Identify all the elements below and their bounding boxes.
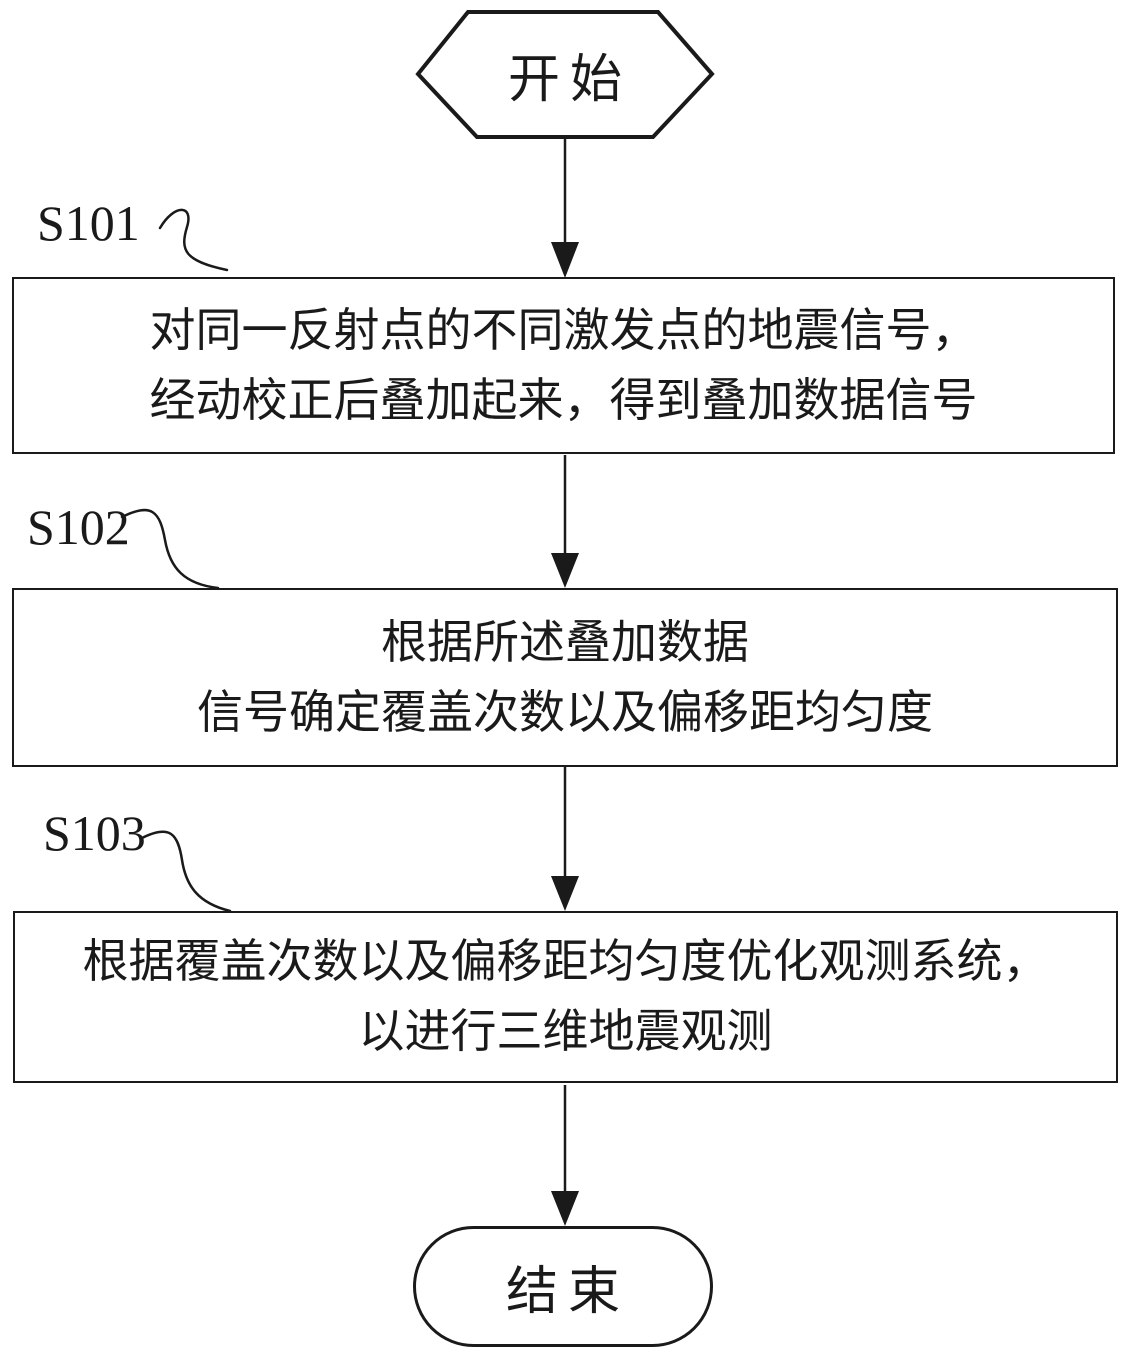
start-terminator-label: 开始 bbox=[507, 52, 632, 109]
process-text-line: 经动校正后叠加起来，得到叠加数据信号 bbox=[149, 374, 978, 426]
process-text-line: 信号确定覆盖次数以及偏移距均匀度 bbox=[197, 686, 933, 738]
step-id-s101: S101 bbox=[37, 195, 140, 251]
process-text-line: 以进行三维地震观测 bbox=[358, 1006, 773, 1057]
arrow-down-icon bbox=[551, 137, 579, 278]
end-terminator: 结束 bbox=[413, 1226, 713, 1347]
arrow-down-icon bbox=[551, 1085, 579, 1226]
arrow-down-icon bbox=[551, 767, 579, 911]
end-terminator-label: 结束 bbox=[505, 1264, 630, 1321]
arrow-down-icon bbox=[551, 455, 579, 588]
process-box-s101: 对同一反射点的不同激发点的地震信号， 经动校正后叠加起来，得到叠加数据信号 bbox=[12, 277, 1115, 454]
s103-leader-squiggle bbox=[140, 830, 232, 913]
process-text-line: 根据所述叠加数据 bbox=[381, 616, 749, 668]
step-id-s103: S103 bbox=[43, 805, 146, 861]
s101-leader-squiggle bbox=[158, 208, 229, 272]
process-box-s103: 根据覆盖次数以及偏移距均匀度优化观测系统， 以进行三维地震观测 bbox=[13, 911, 1118, 1083]
process-box-s102: 根据所述叠加数据 信号确定覆盖次数以及偏移距均匀度 bbox=[12, 588, 1118, 767]
process-text-line: 根据覆盖次数以及偏移距均匀度优化观测系统， bbox=[82, 936, 1049, 987]
s102-leader-squiggle bbox=[120, 508, 220, 590]
step-id-s102: S102 bbox=[27, 499, 130, 555]
process-text-line: 对同一反射点的不同激发点的地震信号， bbox=[149, 304, 978, 356]
